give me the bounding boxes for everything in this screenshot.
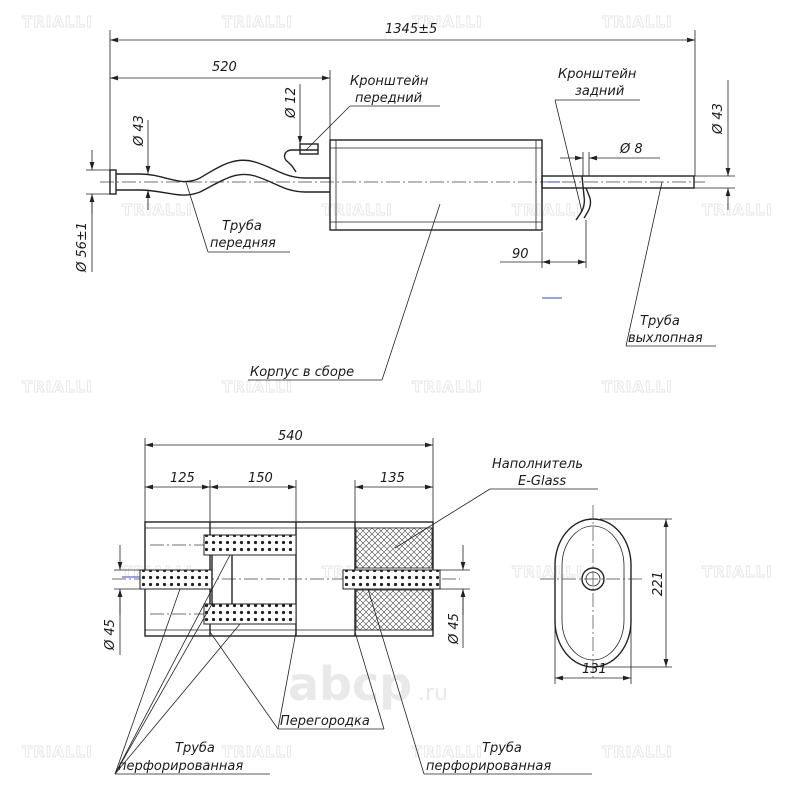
watermark-brand: TRIALLI bbox=[602, 378, 673, 396]
perforated-outlet-pipe bbox=[342, 569, 441, 590]
dim-cross-width: 131 bbox=[582, 662, 607, 677]
dim-body-length: 540 bbox=[278, 429, 303, 444]
perforated-inlet-pipe bbox=[139, 569, 213, 590]
watermark-brand: TRIALLI bbox=[602, 13, 673, 31]
label-perforated-left: Труба bbox=[175, 741, 215, 756]
label-perforated-right: Труба bbox=[482, 741, 522, 756]
watermark-brand: TRIALLI bbox=[222, 13, 293, 31]
dim-overall-length: 1345±5 bbox=[385, 22, 437, 37]
watermark-layer: TRIALLI TRIALLI TRIALLI TRIALLI TRIALLI … bbox=[22, 13, 773, 762]
watermark-brand: TRIALLI bbox=[412, 743, 483, 761]
watermark-site-logo-suffix: .ru bbox=[418, 681, 448, 706]
watermark-brand: TRIALLI bbox=[702, 563, 773, 581]
watermark-brand: TRIALLI bbox=[322, 201, 393, 219]
dim-chamber1: 125 bbox=[170, 471, 195, 486]
front-bracket bbox=[283, 149, 318, 173]
label-partition: Перегородка bbox=[280, 714, 370, 729]
rear-bracket bbox=[575, 175, 592, 221]
label-front-pipe: Труба bbox=[222, 219, 262, 234]
label-body-assembly: Корпус в сборе bbox=[250, 365, 354, 380]
label-perforated-left: перфорированная bbox=[118, 759, 243, 774]
front-bracket-plate bbox=[299, 143, 319, 155]
watermark-brand: TRIALLI bbox=[702, 201, 773, 219]
cross-section-view: 221 131 bbox=[540, 505, 672, 684]
perforated-pipe-lower bbox=[203, 603, 297, 625]
dim-front-length: 520 bbox=[212, 60, 237, 75]
watermark-brand: TRIALLI bbox=[412, 378, 483, 396]
label-front-pipe: передняя bbox=[210, 236, 276, 251]
watermark-site-logo: abcp bbox=[288, 657, 412, 711]
watermark-brand: TRIALLI bbox=[222, 743, 293, 761]
watermark-brand: TRIALLI bbox=[602, 743, 673, 761]
label-front-bracket: Кронштейн bbox=[350, 74, 429, 89]
filler-upper bbox=[355, 527, 433, 569]
label-rear-bracket: Кронштейн bbox=[558, 67, 637, 82]
inlet-flange bbox=[109, 169, 117, 195]
label-perforated-right: перфорированная bbox=[426, 759, 551, 774]
label-rear-bracket: задний bbox=[575, 84, 624, 99]
section-view: 540 125 150 135 Ø 45 Ø 45 Наполнитель E-… bbox=[103, 429, 598, 775]
watermark-brand: TRIALLI bbox=[222, 378, 293, 396]
dim-chamber2: 150 bbox=[248, 471, 273, 486]
dim-rear-rod-dia: Ø 8 bbox=[619, 142, 643, 157]
watermark-brand: TRIALLI bbox=[22, 743, 93, 761]
perforated-pipe-upper bbox=[203, 534, 297, 556]
dim-bracket-rod-dia: Ø 12 bbox=[284, 87, 299, 119]
front-pipe-upper bbox=[116, 159, 330, 183]
dim-right-pipe-dia: Ø 45 bbox=[447, 613, 462, 645]
filler-lower bbox=[355, 589, 433, 631]
label-tail-pipe: выхлопная bbox=[628, 331, 703, 346]
label-front-bracket: передний bbox=[355, 91, 422, 106]
watermark-brand: TRIALLI bbox=[512, 201, 583, 219]
dim-outlet-pipe-dia: Ø 43 bbox=[711, 103, 726, 135]
label-tail-pipe: Труба bbox=[640, 314, 680, 329]
label-filler: Наполнитель bbox=[492, 457, 583, 472]
watermark-brand: TRIALLI bbox=[22, 378, 93, 396]
dim-cross-height: 221 bbox=[651, 571, 666, 596]
tail-pipe bbox=[541, 175, 695, 189]
dim-rear-offset: 90 bbox=[512, 247, 529, 262]
dim-flange-dia: Ø 56±1 bbox=[75, 222, 90, 273]
top-view: 1345±5 520 Ø 12 Ø 43 Ø 56±1 Ø 43 Ø 8 bbox=[75, 22, 735, 381]
watermark-brand: TRIALLI bbox=[122, 201, 193, 219]
dim-left-pipe-dia: Ø 45 bbox=[103, 619, 118, 651]
watermark-brand: TRIALLI bbox=[412, 13, 483, 31]
dim-inlet-pipe-dia: Ø 43 bbox=[132, 115, 147, 147]
front-pipe-lower bbox=[116, 173, 330, 196]
label-filler: E-Glass bbox=[518, 474, 566, 489]
watermark-brand: TRIALLI bbox=[22, 13, 93, 31]
dim-chamber3: 135 bbox=[380, 471, 405, 486]
watermark-brand: TRIALLI bbox=[512, 563, 583, 581]
